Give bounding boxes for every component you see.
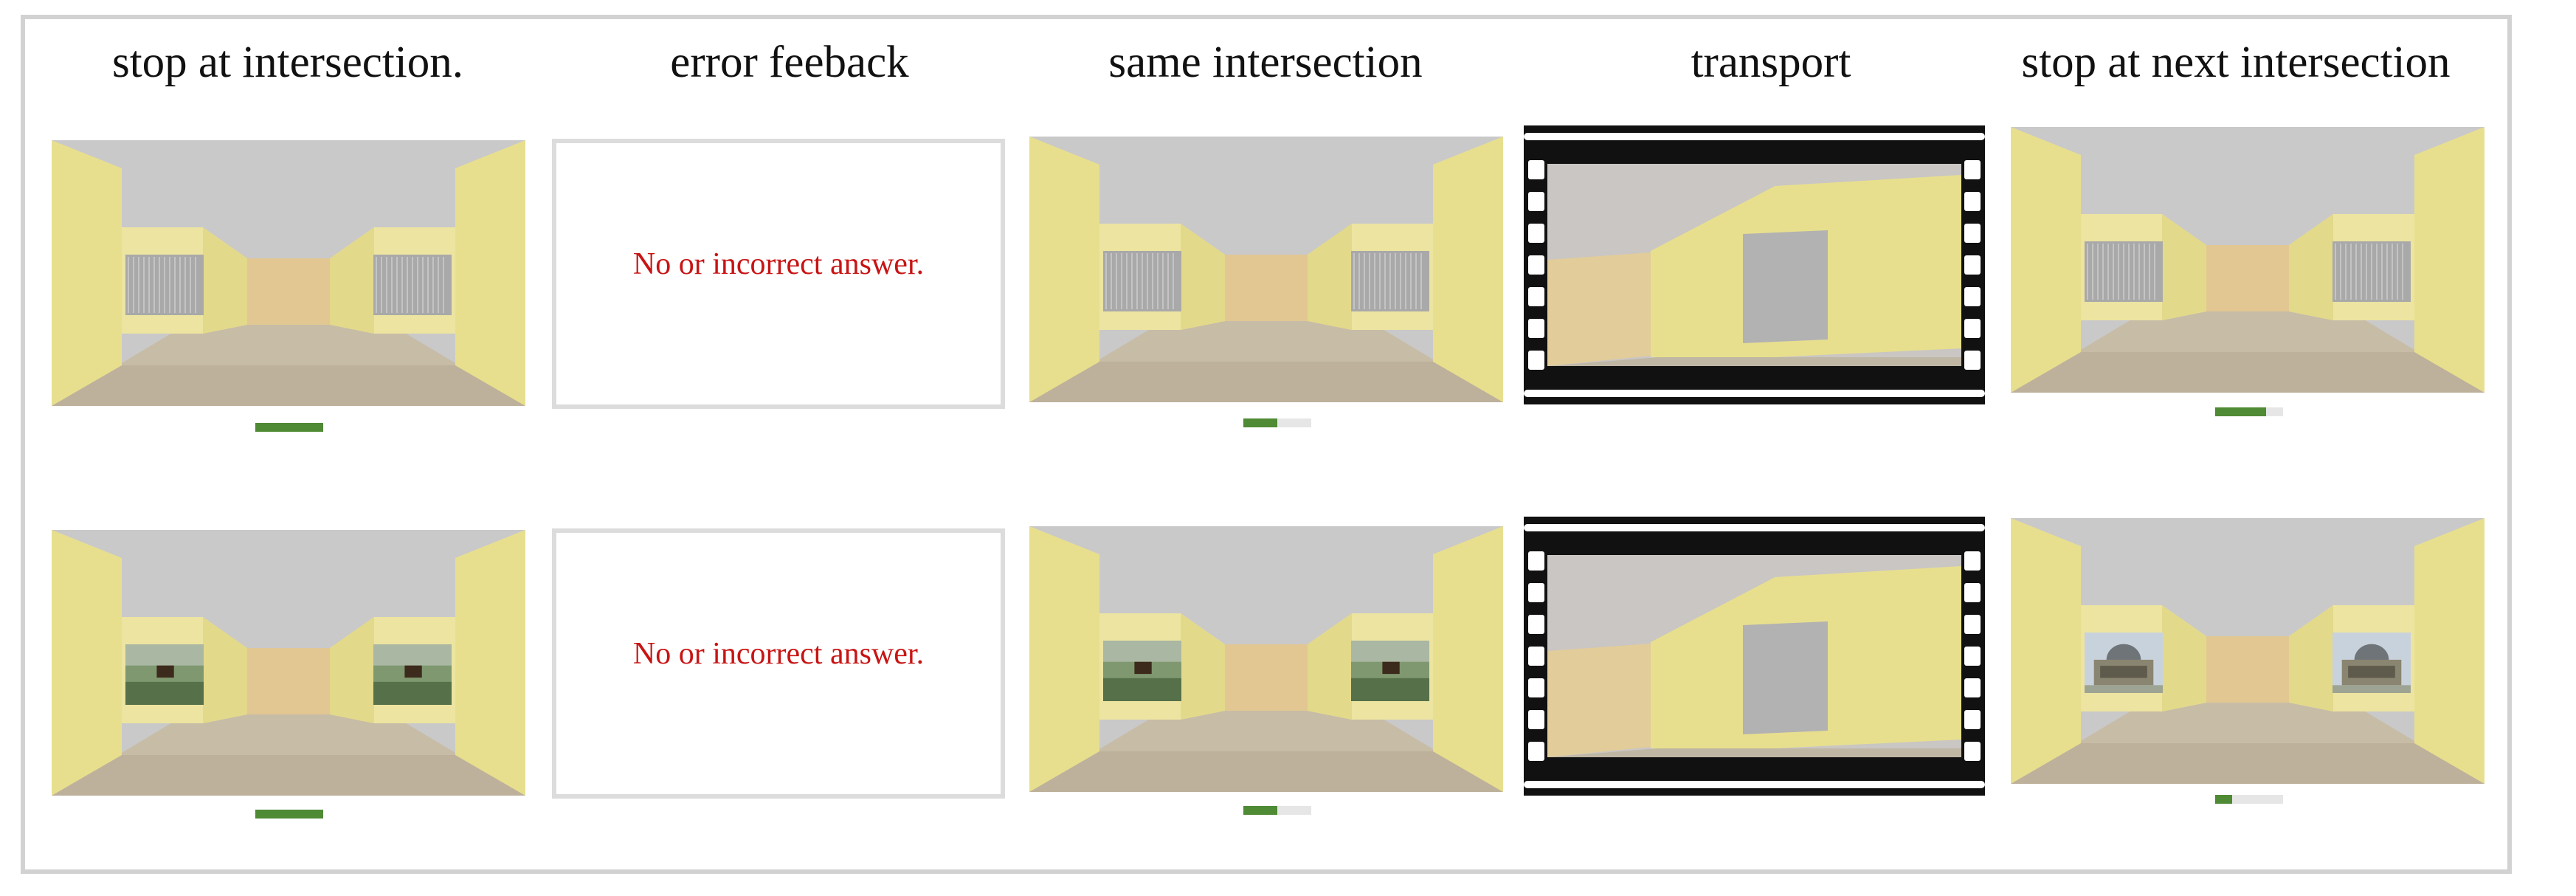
film-sprocket-hole (1964, 583, 1981, 602)
corridor-view-row2-col1 (52, 530, 525, 796)
film-sprocket-hole (1528, 351, 1544, 370)
column-title-transport: transport (1535, 30, 2007, 96)
progress-fill (2215, 407, 2266, 416)
corridor-view-row1-col3 (1029, 137, 1503, 402)
film-sprocket-hole (1528, 160, 1544, 179)
film-sprocket-hole (1964, 351, 1981, 370)
progress-bar-row1-col5 (2215, 407, 2283, 416)
film-sprocket-hole (1528, 583, 1544, 602)
film-stripe-bottom (1524, 781, 1985, 788)
column-title-error-feedback: error feeback (553, 30, 1026, 96)
corridor-view-row2-col5 (2011, 518, 2485, 784)
film-sprocket-hole (1964, 192, 1981, 211)
progress-bar-row1-col3 (1243, 418, 1311, 427)
error-feedback-text-row2: No or incorrect answer. (556, 636, 1001, 672)
progress-bar-row2-col1 (255, 810, 323, 819)
film-sprocket-hole (1964, 551, 1981, 571)
film-sprocket-hole (1964, 742, 1981, 761)
progress-fill (2215, 795, 2232, 804)
film-sprocket-hole (1528, 551, 1544, 571)
film-stripe-bottom (1524, 390, 1985, 397)
film-sprocket-hole (1964, 224, 1981, 243)
film-sprocket-hole (1964, 678, 1981, 697)
film-sprocket-hole (1964, 255, 1981, 275)
transport-filmstrip-row1 (1524, 125, 1985, 404)
film-sprocket-hole (1528, 192, 1544, 211)
film-sprocket-hole (1528, 710, 1544, 729)
corridor-view-row2-col3 (1029, 526, 1503, 792)
error-feedback-text-row1: No or incorrect answer. (556, 247, 1001, 282)
corridor-view-row1-col1 (52, 140, 525, 406)
progress-fill (255, 810, 323, 819)
film-sprocket-hole (1964, 160, 1981, 179)
film-stripe-top (1524, 133, 1985, 140)
progress-bar-row1-col1 (255, 423, 323, 432)
corridor-view-row1-col5 (2011, 127, 2485, 393)
film-sprocket-hole (1528, 255, 1544, 275)
column-title-same-intersection: same intersection (1029, 30, 1502, 96)
film-sprocket-hole (1964, 615, 1981, 634)
column-title-stop-at-next-intersection: stop at next intersection (1992, 30, 2479, 96)
progress-bar-row2-col3 (1243, 806, 1311, 815)
column-title-stop-at-intersection: stop at intersection. (52, 30, 524, 96)
transport-scene-row2 (1547, 555, 1961, 757)
film-stripe-top (1524, 524, 1985, 531)
film-sprocket-hole (1528, 647, 1544, 666)
error-feedback-panel-row1: No or incorrect answer. (552, 139, 1005, 409)
film-sprocket-hole (1964, 319, 1981, 338)
film-sprocket-hole (1528, 615, 1544, 634)
progress-fill (1243, 418, 1277, 427)
transport-filmstrip-row2 (1524, 517, 1985, 796)
film-sprocket-hole (1528, 742, 1544, 761)
film-sprocket-hole (1528, 319, 1544, 338)
error-feedback-panel-row2: No or incorrect answer. (552, 528, 1005, 799)
transport-scene-row1 (1547, 164, 1961, 366)
progress-fill (1243, 806, 1277, 815)
progress-fill (255, 423, 323, 432)
film-sprocket-hole (1964, 647, 1981, 666)
film-sprocket-hole (1528, 678, 1544, 697)
progress-bar-row2-col5 (2215, 795, 2283, 804)
film-sprocket-hole (1964, 710, 1981, 729)
film-sprocket-hole (1528, 224, 1544, 243)
film-sprocket-hole (1528, 287, 1544, 306)
film-sprocket-hole (1964, 287, 1981, 306)
